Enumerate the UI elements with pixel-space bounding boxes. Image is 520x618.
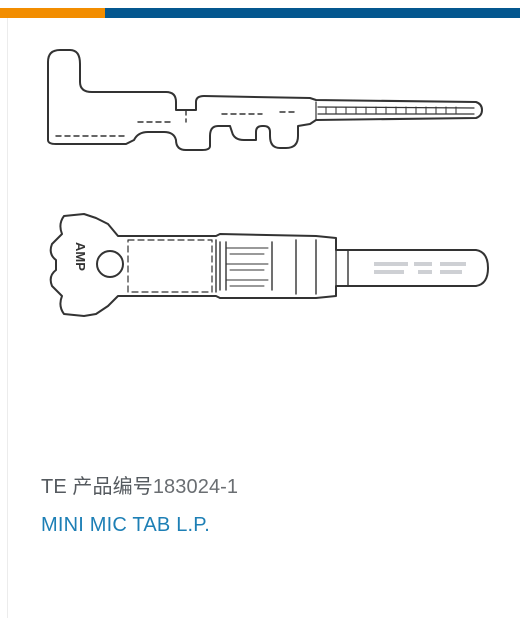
product-description-link[interactable]: MINI MIC TAB L.P. — [41, 514, 210, 536]
part-number-label: TE 产品编号 — [41, 476, 153, 498]
card-left-border — [7, 18, 8, 618]
product-card[interactable]: AMP TE 产品编号183024-1 MINI MIC TAB L.P. — [8, 18, 520, 618]
terminal-side-view — [47, 49, 483, 151]
top-accent-bar — [0, 8, 520, 18]
amp-stamp: AMP — [73, 242, 88, 271]
te-watermark — [374, 262, 466, 274]
accent-segment-orange — [0, 8, 105, 18]
product-image[interactable]: AMP — [36, 40, 506, 330]
part-number: TE 产品编号183024-1 — [41, 470, 238, 499]
part-number-value: 183024-1 — [152, 476, 239, 498]
accent-segment-blue — [105, 8, 520, 18]
terminal-top-view — [49, 213, 489, 317]
